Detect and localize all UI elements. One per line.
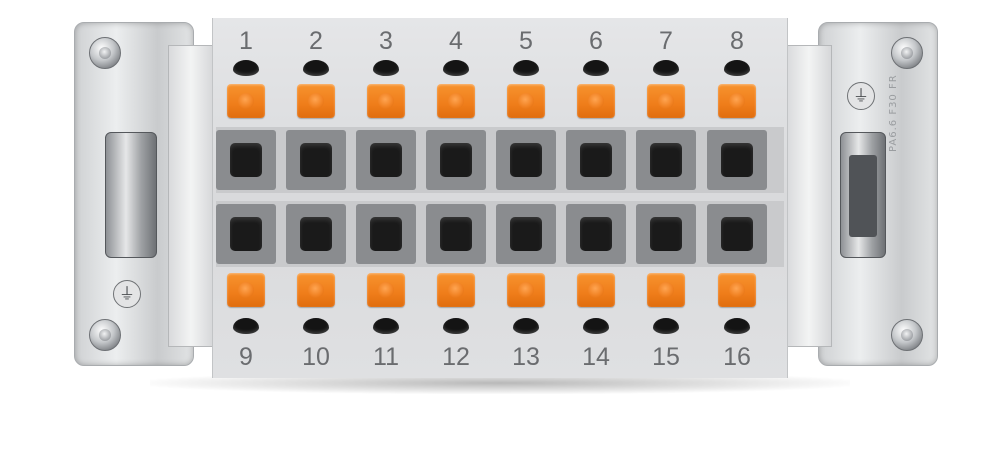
contact-cell-top <box>216 130 276 190</box>
terminal-number-bottom: 15 <box>652 343 680 371</box>
wire-entry-top <box>303 60 329 76</box>
contact-cell-bottom <box>496 204 556 264</box>
wire-entry-top <box>443 60 469 76</box>
contact-slot <box>300 143 332 177</box>
wire-entry-top <box>373 60 399 76</box>
orange-pusher-top <box>297 84 335 118</box>
contact-slot <box>370 143 402 177</box>
contact-slot <box>650 217 682 251</box>
orange-pusher-bottom <box>367 273 405 307</box>
contact-cell-bottom <box>426 204 486 264</box>
wire-entry-top <box>724 60 750 76</box>
contact-cell-top <box>426 130 486 190</box>
contact-cell-bottom <box>216 204 276 264</box>
orange-pusher-bottom <box>647 273 685 307</box>
contact-slot <box>230 143 262 177</box>
wire-entry-top <box>653 60 679 76</box>
terminal-number-bottom: 13 <box>512 343 540 371</box>
terminal-number-bottom: 11 <box>373 343 399 371</box>
contact-cell-bottom <box>636 204 696 264</box>
terminal-block-body <box>212 18 788 378</box>
contact-cell-bottom <box>286 204 346 264</box>
terminal-number-top: 4 <box>449 27 463 55</box>
contact-slot <box>440 143 472 177</box>
terminal-number-bottom: 10 <box>302 343 330 371</box>
orange-pusher-top <box>227 84 265 118</box>
orange-pusher-top <box>647 84 685 118</box>
orange-pusher-top <box>367 84 405 118</box>
screw-bottom-right <box>891 319 923 351</box>
contact-slot <box>580 217 612 251</box>
contact-slot <box>721 143 753 177</box>
contact-cell-top <box>356 130 416 190</box>
orange-pusher-bottom <box>437 273 475 307</box>
wire-entry-top <box>583 60 609 76</box>
terminal-number-top: 1 <box>239 27 253 55</box>
contact-slot <box>370 217 402 251</box>
contact-cell-top <box>566 130 626 190</box>
orange-pusher-bottom <box>718 273 756 307</box>
wire-entry-bottom <box>653 318 679 334</box>
contact-slot <box>510 217 542 251</box>
terminal-number-top: 2 <box>309 27 323 55</box>
contact-cell-bottom <box>566 204 626 264</box>
contact-slot <box>721 217 753 251</box>
wire-entry-bottom <box>443 318 469 334</box>
terminal-number-top: 8 <box>730 27 744 55</box>
contact-cell-top <box>496 130 556 190</box>
contact-slot <box>510 143 542 177</box>
screw-top-left <box>89 37 121 69</box>
terminal-number-top: 3 <box>379 27 393 55</box>
orange-pusher-top <box>577 84 615 118</box>
terminal-number-bottom: 14 <box>582 343 610 371</box>
wire-entry-top <box>233 60 259 76</box>
wire-entry-bottom <box>303 318 329 334</box>
contact-cell-top <box>707 130 767 190</box>
screw-top-right <box>891 37 923 69</box>
left-locking-latch <box>105 132 157 258</box>
orange-pusher-top <box>437 84 475 118</box>
contact-slot <box>650 143 682 177</box>
contact-slot <box>300 217 332 251</box>
wire-entry-bottom <box>724 318 750 334</box>
terminal-number-bottom: 16 <box>723 343 751 371</box>
screw-bottom-left <box>89 319 121 351</box>
right-locking-latch <box>840 132 886 258</box>
right-end-plate <box>786 45 832 347</box>
contact-slot <box>230 217 262 251</box>
material-marking: PA6.6 F30 FR <box>888 74 899 152</box>
wire-entry-bottom <box>373 318 399 334</box>
ground-icon-right: ⏚ <box>847 82 875 110</box>
ground-icon-left: ⏚ <box>113 280 141 308</box>
contact-cell-top <box>636 130 696 190</box>
left-end-plate <box>168 45 214 347</box>
orange-pusher-top <box>507 84 545 118</box>
contact-slot <box>440 217 472 251</box>
orange-pusher-bottom <box>577 273 615 307</box>
terminal-number-top: 6 <box>589 27 603 55</box>
wire-entry-bottom <box>233 318 259 334</box>
contact-cell-bottom <box>356 204 416 264</box>
orange-pusher-top <box>718 84 756 118</box>
orange-pusher-bottom <box>297 273 335 307</box>
terminal-number-bottom: 9 <box>239 343 253 371</box>
contact-cell-bottom <box>707 204 767 264</box>
contact-cell-top <box>286 130 346 190</box>
orange-pusher-bottom <box>227 273 265 307</box>
terminal-number-top: 5 <box>519 27 533 55</box>
wire-entry-top <box>513 60 539 76</box>
wire-entry-bottom <box>513 318 539 334</box>
terminal-number-top: 7 <box>659 27 673 55</box>
contact-slot <box>580 143 612 177</box>
wire-entry-bottom <box>583 318 609 334</box>
terminal-number-bottom: 12 <box>442 343 470 371</box>
orange-pusher-bottom <box>507 273 545 307</box>
